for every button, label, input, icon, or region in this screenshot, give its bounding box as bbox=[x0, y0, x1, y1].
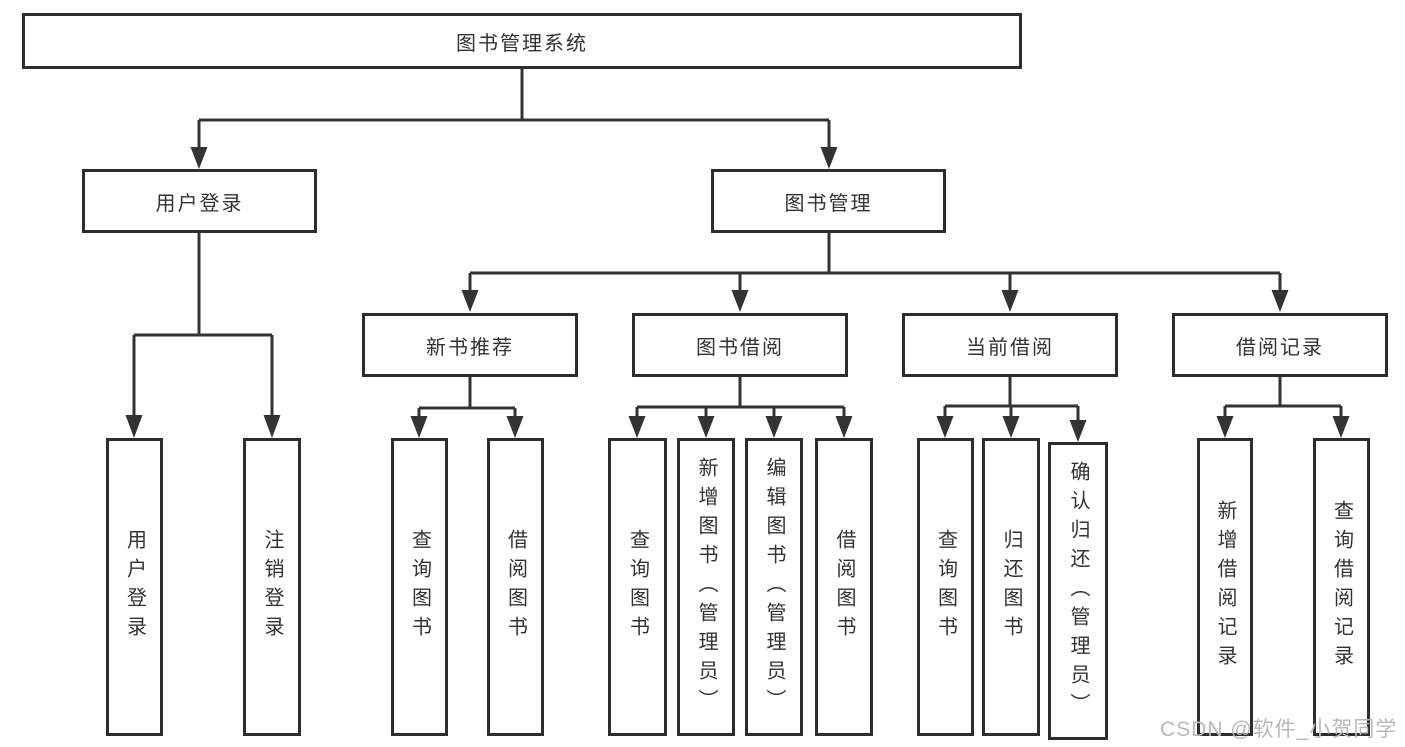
connector-current-borrow-children bbox=[936, 377, 1087, 442]
leaf-query-books-newbook: 查询图书 bbox=[391, 438, 448, 736]
node-label: 查询图书 bbox=[934, 529, 957, 645]
leaf-add-books-admin: 新增图书（管理员） bbox=[677, 438, 735, 736]
arrowhead-icon bbox=[506, 416, 524, 438]
leaf-confirm-return-admin: 确认归还（管理员） bbox=[1048, 442, 1108, 740]
arrowhead-icon bbox=[1001, 290, 1019, 312]
arrowhead-icon bbox=[190, 147, 208, 169]
arrowhead-icon bbox=[765, 416, 783, 438]
node-label: 图书管理 bbox=[784, 192, 873, 215]
leaf-query-books-current: 查询图书 bbox=[917, 438, 974, 736]
node-label: 新增图书（管理员） bbox=[695, 456, 717, 718]
arrowhead-icon bbox=[410, 416, 428, 438]
leaf-borrow-books: 借阅图书 bbox=[815, 438, 873, 736]
node-label: 用户登录 bbox=[123, 529, 146, 645]
arrowhead-icon bbox=[125, 415, 143, 438]
arrowhead-icon bbox=[461, 290, 479, 312]
connector-new-book-children bbox=[410, 377, 524, 438]
node-label: 用户登录 bbox=[155, 192, 244, 215]
node-label: 查询图书 bbox=[626, 529, 649, 645]
leaf-edit-books-admin: 编辑图书（管理员） bbox=[745, 438, 803, 736]
node-label: 查询图书 bbox=[408, 529, 431, 645]
node-label: 图书管理系统 bbox=[456, 32, 588, 55]
leaf-add-borrow-record: 新增借阅记录 bbox=[1197, 438, 1253, 736]
node-borrowing-records: 借阅记录 bbox=[1172, 313, 1388, 377]
arrowhead-icon bbox=[697, 416, 715, 438]
csdn-watermark: CSDN @软件_小贺同学 bbox=[1160, 718, 1398, 741]
arrowhead-icon bbox=[835, 416, 853, 438]
arrowhead-icon bbox=[263, 415, 281, 438]
node-label: 确认归还（管理员） bbox=[1067, 460, 1089, 722]
connector-book-mgmt-to-level3 bbox=[461, 233, 1289, 312]
node-label: 借阅记录 bbox=[1236, 336, 1324, 359]
node-root-library-system: 图书管理系统 bbox=[22, 13, 1022, 69]
leaf-query-books-borrow: 查询图书 bbox=[608, 438, 667, 736]
arrowhead-icon bbox=[820, 147, 838, 169]
node-label: 归还图书 bbox=[1000, 529, 1022, 645]
arrowhead-icon bbox=[1332, 416, 1350, 438]
node-label: 借阅图书 bbox=[833, 529, 855, 645]
arrowhead-icon bbox=[1069, 420, 1087, 442]
connector-book-borrow-children bbox=[628, 377, 853, 438]
node-label: 借阅图书 bbox=[504, 529, 527, 645]
arrowhead-icon bbox=[731, 290, 749, 312]
leaf-borrow-books-newbook: 借阅图书 bbox=[487, 438, 544, 736]
connector-user-login-children bbox=[125, 233, 281, 438]
node-label: 图书借阅 bbox=[696, 336, 784, 359]
leaf-user-login: 用户登录 bbox=[106, 438, 163, 736]
node-current-borrowing: 当前借阅 bbox=[902, 313, 1118, 377]
arrowhead-icon bbox=[936, 416, 954, 438]
node-label: 注销登录 bbox=[261, 529, 283, 645]
node-book-borrowing: 图书借阅 bbox=[632, 313, 848, 377]
leaf-query-borrow-record: 查询借阅记录 bbox=[1313, 438, 1370, 736]
node-user-login: 用户登录 bbox=[82, 169, 317, 233]
arrowhead-icon bbox=[1002, 416, 1020, 438]
node-label: 新增借阅记录 bbox=[1214, 500, 1236, 674]
node-new-book-recommend: 新书推荐 bbox=[362, 313, 578, 377]
arrowhead-icon bbox=[1271, 290, 1289, 312]
node-label: 查询借阅记录 bbox=[1330, 500, 1353, 674]
leaf-return-books: 归还图书 bbox=[982, 438, 1040, 736]
leaf-logout: 注销登录 bbox=[243, 438, 301, 736]
arrowhead-icon bbox=[1216, 416, 1234, 438]
arrowhead-icon bbox=[628, 416, 646, 438]
node-label: 编辑图书（管理员） bbox=[763, 456, 785, 718]
connector-borrow-records-children bbox=[1216, 377, 1350, 438]
node-book-management: 图书管理 bbox=[711, 169, 946, 233]
node-label: 当前借阅 bbox=[966, 336, 1054, 359]
connector-root-to-level2 bbox=[190, 68, 838, 169]
node-label: 新书推荐 bbox=[426, 336, 514, 359]
